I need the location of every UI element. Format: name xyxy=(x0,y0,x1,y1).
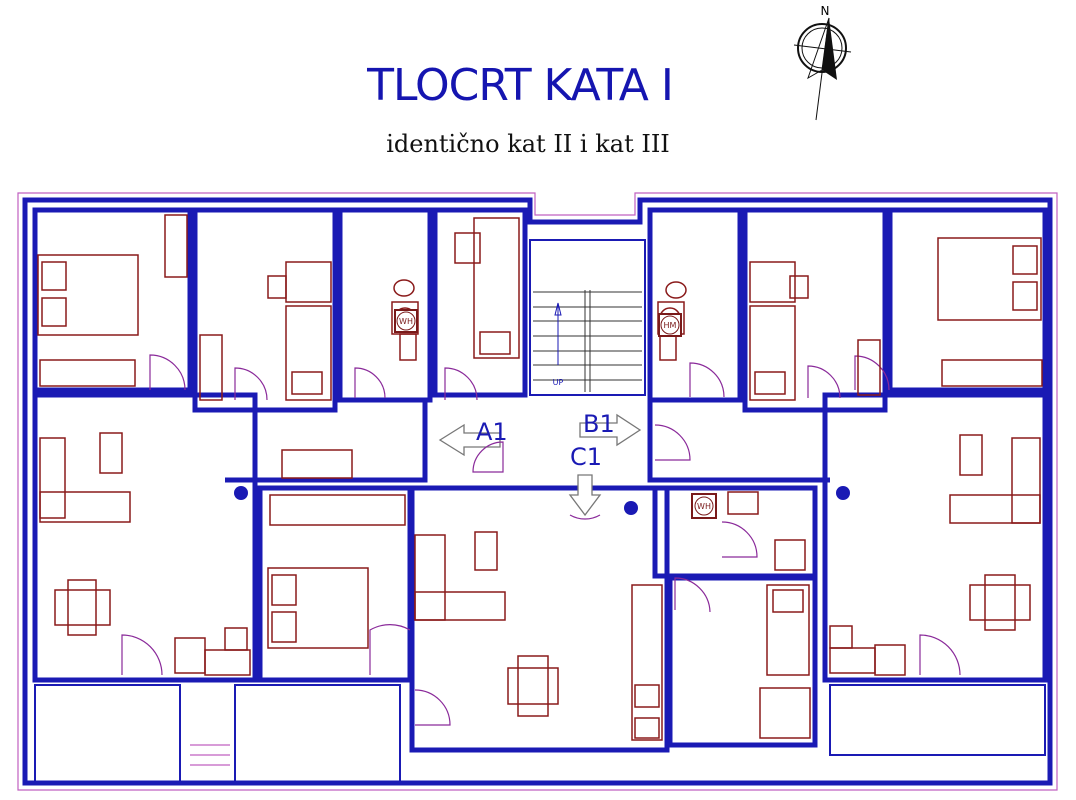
arrow-down-icon xyxy=(568,474,602,517)
apartment-label-a1: A1 xyxy=(476,418,508,446)
compass-north-label: N xyxy=(821,4,830,18)
doors xyxy=(121,354,961,726)
water-heater-icon: WH xyxy=(691,493,717,519)
appliance-label-1: WH xyxy=(399,317,413,326)
appliances: WH HM WH xyxy=(234,309,850,519)
shaft-icon xyxy=(234,486,850,515)
plan-title: TLOCRT KATA I xyxy=(366,60,673,111)
arrow-left-icon xyxy=(438,423,501,457)
apartment-b1-entrance: B1 xyxy=(579,410,642,447)
water-heater-icon: HM xyxy=(658,313,682,337)
plan-subtitle: identično kat II i kat III xyxy=(386,130,670,158)
north-compass-icon: N xyxy=(793,4,852,121)
stairs-up-label: UP xyxy=(553,378,564,387)
apartment-a1-entrance: A1 xyxy=(438,418,508,457)
water-heater-icon: WH xyxy=(394,309,418,333)
appliance-label-3: WH xyxy=(697,502,711,511)
interior-walls xyxy=(32,207,1048,784)
arrow-right-icon xyxy=(579,413,642,447)
apartment-label-c1: C1 xyxy=(570,443,602,471)
apartment-c1-entrance: C1 xyxy=(568,443,602,517)
outer-outline xyxy=(17,192,1058,791)
apartment-label-b1: B1 xyxy=(583,410,615,438)
stairs: UP xyxy=(533,290,642,392)
appliance-label-2: HM xyxy=(664,321,677,330)
